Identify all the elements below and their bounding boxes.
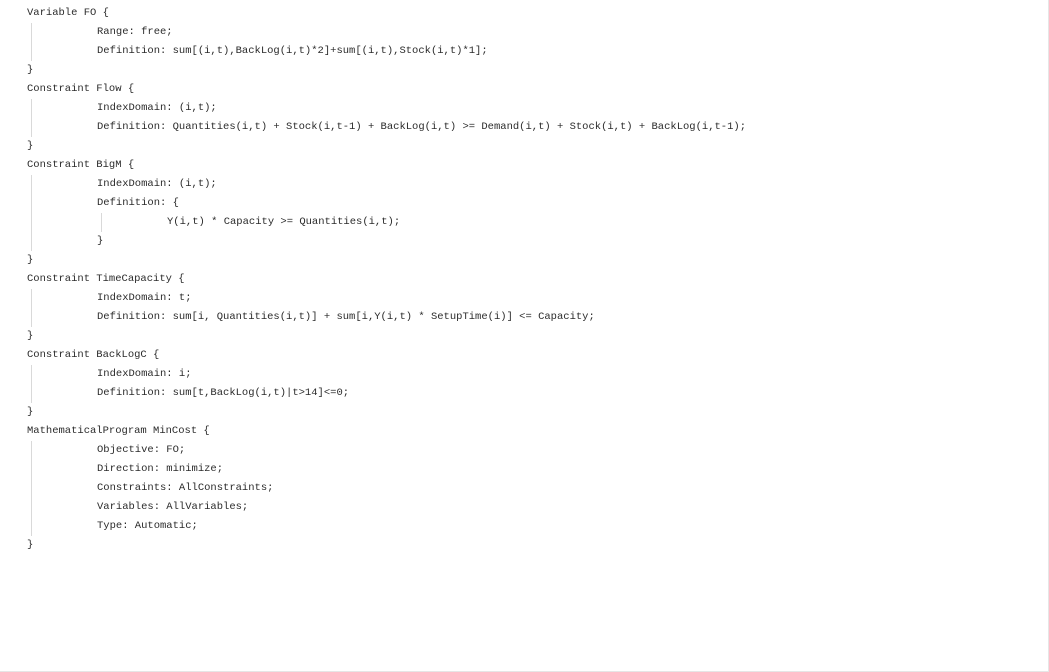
code-line: MathematicalProgram MinCost { bbox=[27, 422, 746, 441]
code-line: Definition: Quantities(i,t) + Stock(i,t-… bbox=[27, 118, 746, 137]
code-line: } bbox=[27, 251, 746, 270]
code-text: IndexDomain: i; bbox=[97, 368, 192, 380]
code-line: } bbox=[27, 403, 746, 422]
code-text: } bbox=[97, 235, 104, 247]
code-text: Type: Automatic; bbox=[97, 520, 198, 532]
code-line: IndexDomain: (i,t); bbox=[27, 175, 746, 194]
code-line: Objective: FO; bbox=[27, 441, 746, 460]
indent-guide bbox=[31, 441, 32, 460]
indent-guide bbox=[31, 213, 32, 232]
indent-guide bbox=[31, 175, 32, 194]
code-text: Constraint Flow { bbox=[27, 83, 135, 95]
code-text: } bbox=[27, 330, 34, 342]
code-line: Range: free; bbox=[27, 23, 746, 42]
code-text: IndexDomain: (i,t); bbox=[97, 178, 217, 190]
code-text: } bbox=[27, 254, 34, 266]
code-line: Variables: AllVariables; bbox=[27, 498, 746, 517]
indent-guide bbox=[31, 460, 32, 479]
code-text: } bbox=[27, 539, 34, 551]
code-line: Definition: sum[t,BackLog(i,t)|t>14]<=0; bbox=[27, 384, 746, 403]
code-text: Variable FO { bbox=[27, 7, 109, 19]
indent-guide bbox=[31, 42, 32, 61]
code-text: Constraints: AllConstraints; bbox=[97, 482, 274, 494]
indent-guide bbox=[31, 308, 32, 327]
indent-guide bbox=[31, 365, 32, 384]
code-line: IndexDomain: (i,t); bbox=[27, 99, 746, 118]
code-text: Constraint TimeCapacity { bbox=[27, 273, 185, 285]
indent-guide bbox=[31, 384, 32, 403]
indent-guide bbox=[31, 479, 32, 498]
code-line: } bbox=[27, 61, 746, 80]
code-text: Definition: sum[i, Quantities(i,t)] + su… bbox=[97, 311, 595, 323]
code-line: Constraint BackLogC { bbox=[27, 346, 746, 365]
indent-guide bbox=[101, 213, 102, 232]
indent-guide bbox=[31, 194, 32, 213]
code-line: Variable FO { bbox=[27, 4, 746, 23]
code-text: Objective: FO; bbox=[97, 444, 186, 456]
code-line: IndexDomain: i; bbox=[27, 365, 746, 384]
indent-guide bbox=[31, 23, 32, 42]
code-text: } bbox=[27, 140, 34, 152]
code-line: Y(i,t) * Capacity >= Quantities(i,t); bbox=[27, 213, 746, 232]
code-line: Constraint BigM { bbox=[27, 156, 746, 175]
code-line: Constraint TimeCapacity { bbox=[27, 270, 746, 289]
code-text: MathematicalProgram MinCost { bbox=[27, 425, 210, 437]
indent-guide bbox=[31, 289, 32, 308]
code-text: IndexDomain: (i,t); bbox=[97, 102, 217, 114]
code-line: } bbox=[27, 327, 746, 346]
code-block: Variable FO { Range: free; Definition: sum… bbox=[27, 4, 746, 555]
code-text: } bbox=[27, 406, 34, 418]
code-text: Definition: { bbox=[97, 197, 179, 209]
code-text: Definition: Quantities(i,t) + Stock(i,t-… bbox=[97, 121, 747, 133]
code-text: Definition: sum[t,BackLog(i,t)|t>14]<=0; bbox=[97, 387, 350, 399]
code-text: } bbox=[27, 64, 34, 76]
code-text: Constraint BigM { bbox=[27, 159, 135, 171]
code-line: Constraints: AllConstraints; bbox=[27, 479, 746, 498]
code-text: Range: free; bbox=[97, 26, 173, 38]
code-line: } bbox=[27, 232, 746, 251]
code-text: Y(i,t) * Capacity >= Quantities(i,t); bbox=[167, 216, 401, 228]
indent-guide bbox=[31, 99, 32, 118]
code-line: } bbox=[27, 137, 746, 156]
code-line: Definition: sum[(i,t),BackLog(i,t)*2]+su… bbox=[27, 42, 746, 61]
code-line: Type: Automatic; bbox=[27, 517, 746, 536]
code-text: Direction: minimize; bbox=[97, 463, 224, 475]
code-line: IndexDomain: t; bbox=[27, 289, 746, 308]
indent-guide bbox=[31, 517, 32, 536]
indent-guide bbox=[31, 498, 32, 517]
code-text: Definition: sum[(i,t),BackLog(i,t)*2]+su… bbox=[97, 45, 488, 57]
code-line: Constraint Flow { bbox=[27, 80, 746, 99]
code-line: Definition: { bbox=[27, 194, 746, 213]
code-text: IndexDomain: t; bbox=[97, 292, 192, 304]
code-line: Direction: minimize; bbox=[27, 460, 746, 479]
indent-guide bbox=[31, 118, 32, 137]
indent-guide bbox=[31, 232, 32, 251]
code-line: Definition: sum[i, Quantities(i,t)] + su… bbox=[27, 308, 746, 327]
code-text: Variables: AllVariables; bbox=[97, 501, 249, 513]
code-text: Constraint BackLogC { bbox=[27, 349, 160, 361]
code-line: } bbox=[27, 536, 746, 555]
